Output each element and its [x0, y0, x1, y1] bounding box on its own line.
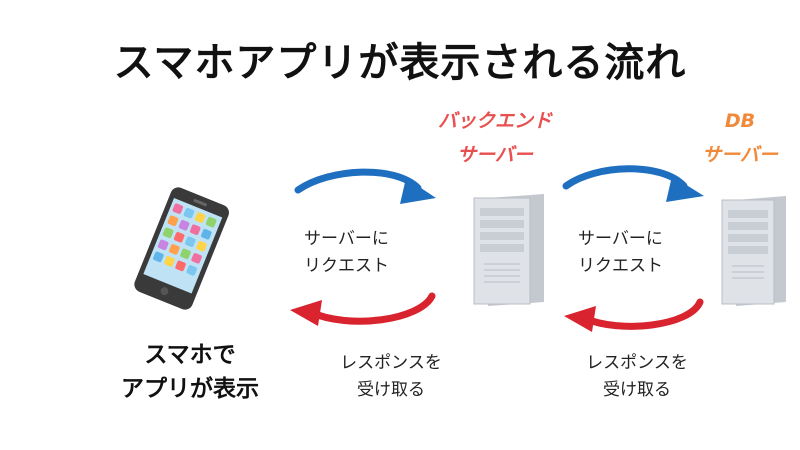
- response-1-label-line1: レスポンスを: [340, 353, 442, 373]
- response-2-label: レスポンスを 受け取る: [572, 350, 702, 404]
- request-2-label-line2: リクエスト: [578, 256, 663, 276]
- phone-label-line2: アプリが表示: [121, 376, 259, 402]
- phone-label-line1: スマホで: [144, 342, 236, 368]
- db-server-label-line1: DB: [724, 110, 756, 132]
- backend-server-label-line2: サーバー: [457, 144, 533, 166]
- backend-server-label: バックエンド サーバー: [430, 104, 560, 172]
- response-1-label-line2: 受け取る: [357, 380, 425, 400]
- page-title: スマホアプリが表示される流れ: [113, 40, 687, 86]
- response-2-label-line2: 受け取る: [603, 380, 671, 400]
- smartphone-icon: [134, 187, 229, 310]
- request-2-label-line1: サーバーに: [578, 229, 663, 249]
- request-2-label: サーバーに リクエスト: [578, 226, 698, 280]
- request-1-label: サーバーに リクエスト: [304, 226, 424, 280]
- request-1-label-line1: サーバーに: [304, 229, 389, 249]
- db-server-label: DB サーバー: [690, 104, 790, 172]
- backend-server-label-line1: バックエンド: [437, 110, 552, 132]
- db-server-label-line2: サーバー: [702, 144, 778, 166]
- db-server-icon: [721, 196, 786, 306]
- response-1-label: レスポンスを 受け取る: [326, 350, 456, 404]
- backend-server-icon: [473, 194, 544, 306]
- phone-label: スマホで アプリが表示: [95, 338, 285, 406]
- request-1-label-line2: リクエスト: [304, 256, 389, 276]
- response-2-label-line1: レスポンスを: [586, 353, 688, 373]
